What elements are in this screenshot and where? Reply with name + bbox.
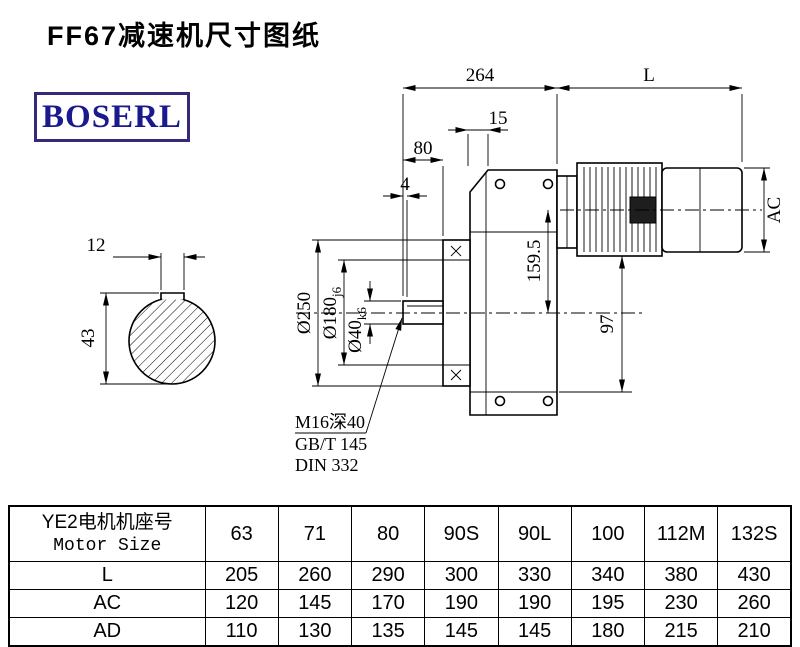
row-label: AD	[8, 617, 206, 647]
table-cell: 180	[570, 617, 646, 647]
note-din-standard: DIN 332	[295, 455, 359, 475]
table-cell: 210	[717, 617, 792, 647]
table-cell: 380	[643, 561, 719, 590]
dim-15: 15	[489, 108, 508, 129]
table-cell: 215	[643, 617, 719, 647]
note-gb-standard: GB/T 145	[295, 434, 367, 454]
table-cell: 145	[497, 617, 572, 647]
table-row-L: L 205 260 290 300 330 340 380 430	[8, 561, 792, 590]
header-label-en: Motor Size	[53, 536, 162, 556]
size-column-header: 90L	[497, 505, 572, 562]
page-title: FF67减速机尺寸图纸	[47, 21, 322, 51]
side-view	[296, 162, 762, 416]
brand-logo: BOSERL	[34, 92, 190, 142]
row-label: AC	[8, 589, 206, 618]
dim-AC: AC	[764, 197, 785, 223]
table-cell: 195	[570, 589, 646, 618]
shaft-section-circle	[128, 297, 216, 385]
dim-L: L	[643, 65, 655, 86]
header-label-cn: YE2电机机座号	[41, 512, 173, 533]
table-cell: 340	[570, 561, 646, 590]
table-cell: 205	[204, 561, 279, 590]
output-shaft	[402, 300, 444, 325]
size-column-header: 80	[350, 505, 426, 562]
table-cell: 260	[277, 561, 353, 590]
dim-shaft: Ø40k6	[345, 307, 369, 353]
table-cell: 330	[497, 561, 572, 590]
table-cell: 290	[350, 561, 426, 590]
dim-4: 4	[400, 174, 410, 195]
shaft-end-view	[128, 287, 216, 385]
dim-80: 80	[414, 138, 433, 159]
table-cell: 300	[424, 561, 499, 590]
dimension-drawing: 264 L 15 80 4 AC 159.5 97 Ø250 Ø180j6 Ø4…	[78, 65, 785, 475]
table-cell: 430	[717, 561, 792, 590]
table-cell: 130	[277, 617, 353, 647]
motor-size-table: YE2电机机座号 Motor Size 63 71 80 90S 90L 100…	[8, 505, 792, 647]
table-cell: 260	[717, 589, 792, 618]
size-column-header: 112M	[643, 505, 719, 562]
size-column-header: 100	[570, 505, 646, 562]
table-cell: 135	[350, 617, 426, 647]
header-motor-size: YE2电机机座号 Motor Size	[8, 505, 206, 562]
dim-97: 97	[597, 315, 618, 334]
dim-43: 43	[78, 329, 99, 348]
dim-flange-od: Ø250	[294, 292, 315, 334]
dim-159-5: 159.5	[524, 240, 545, 283]
table-cell: 145	[424, 617, 499, 647]
table-cell: 110	[204, 617, 279, 647]
keyway-slot	[160, 292, 185, 300]
table-cell: 190	[424, 589, 499, 618]
dimension-labels: 264 L 15 80 4 AC 159.5 97 Ø250 Ø180j6 Ø4…	[78, 65, 785, 475]
flange-bolt-marks	[450, 245, 462, 381]
size-column-header: 90S	[424, 505, 499, 562]
table-cell: 190	[497, 589, 572, 618]
dim-12: 12	[87, 235, 106, 256]
dim-264: 264	[466, 65, 495, 86]
size-column-header: 132S	[717, 505, 792, 562]
gearbox-housing	[469, 169, 558, 416]
table-cell: 170	[350, 589, 426, 618]
table-cell: 120	[204, 589, 279, 618]
table-cell: 145	[277, 589, 353, 618]
size-column-header: 63	[204, 505, 279, 562]
dimension-lines	[100, 85, 770, 434]
size-column-header: 71	[277, 505, 353, 562]
table-row-AD: AD 110 130 135 145 145 180 215 210	[8, 617, 792, 647]
table-header-row: YE2电机机座号 Motor Size 63 71 80 90S 90L 100…	[8, 505, 792, 562]
dim-spigot: Ø180j6	[320, 286, 344, 339]
note-tapped-hole: M16深40	[295, 412, 365, 432]
row-label: L	[8, 561, 206, 590]
table-row-AC: AC 120 145 170 190 190 195 230 260	[8, 589, 792, 618]
table-cell: 230	[643, 589, 719, 618]
